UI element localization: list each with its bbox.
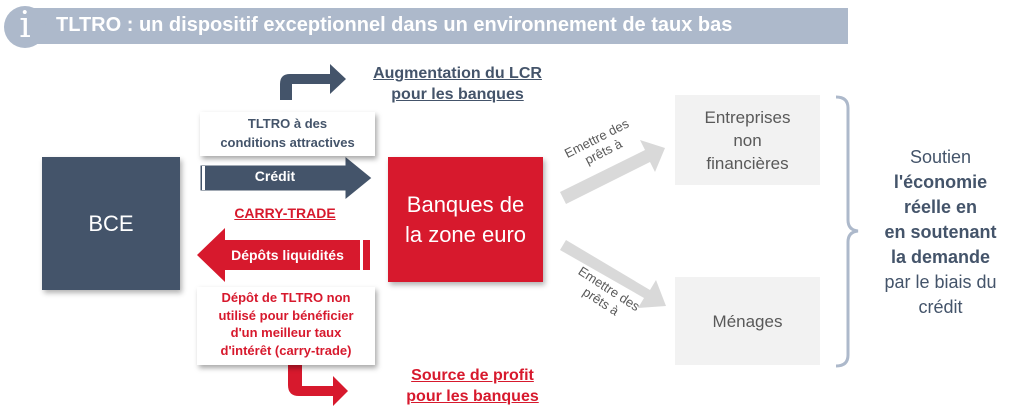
bent-arrow-up-icon <box>280 64 346 100</box>
depot-line3: d'un meilleur taux <box>230 325 342 340</box>
lcr-link: Augmentation du LCR pour les banques <box>350 63 565 105</box>
banques-line2: la zone euro <box>404 221 527 247</box>
conclusion-text: Soutien l'économie réelle en en soutenan… <box>868 145 1013 320</box>
conclusion-l4: en soutenant <box>884 222 997 242</box>
conclusion-l2: l'économie <box>893 172 988 192</box>
lcr-line1: Augmentation du LCR <box>373 65 542 82</box>
entreprises-box: Entreprises non financières <box>675 95 820 185</box>
credit-label: Crédit <box>254 168 296 184</box>
depot-line2: utilisé pour bénéficier <box>218 307 354 323</box>
carry-trade-label: CARRY-TRADE <box>234 205 336 221</box>
conclusion-l7: crédit <box>918 297 963 317</box>
depots-label: Dépôts liquidités <box>231 247 344 263</box>
banques-line1: Banques de <box>406 191 525 217</box>
conclusion-l5: la demande <box>890 247 991 267</box>
conclusion-l6: par le biais du <box>884 272 997 292</box>
tltro-box: TLTRO à des conditions attractives <box>200 112 375 156</box>
tltro-line1: TLTRO à des <box>247 116 328 131</box>
menages-label: Ménages <box>712 311 783 331</box>
arrow-to-entreprises <box>560 140 665 204</box>
entreprises-line1: Entreprises <box>704 107 791 127</box>
profit-link: Source de profit pour les banques <box>370 365 575 407</box>
bce-label: BCE <box>88 210 134 236</box>
lcr-line2: pour les banques <box>391 86 524 103</box>
tltro-line2: conditions attractives <box>220 135 355 150</box>
entreprises-line2: non <box>733 130 762 150</box>
conclusion-l1: Soutien <box>909 147 972 167</box>
depot-line4: d'intérêt (carry-trade) <box>220 342 352 358</box>
profit-line1: Source de profit <box>411 367 534 384</box>
arrow-to-menages <box>560 240 666 308</box>
info-icon: i <box>4 6 46 48</box>
bent-arrow-down-icon <box>288 365 348 406</box>
entreprises-line3: financières <box>706 153 789 173</box>
depot-box: Dépôt de TLTRO non utilisé pour bénéfici… <box>197 287 375 365</box>
conclusion-l3: réelle en <box>903 197 978 217</box>
depots-arrow <box>197 228 370 282</box>
credit-arrow <box>199 154 373 202</box>
menages-box: Ménages <box>675 277 820 365</box>
bce-box: BCE <box>42 157 180 290</box>
banques-box: Banques de la zone euro <box>388 157 543 282</box>
bracket <box>835 95 859 368</box>
depot-line1: Dépôt de TLTRO non <box>221 290 351 305</box>
profit-line2: pour les banques <box>406 388 539 405</box>
header-bar <box>8 8 848 44</box>
page-title: TLTRO : un dispositif exceptionnel dans … <box>56 14 733 36</box>
